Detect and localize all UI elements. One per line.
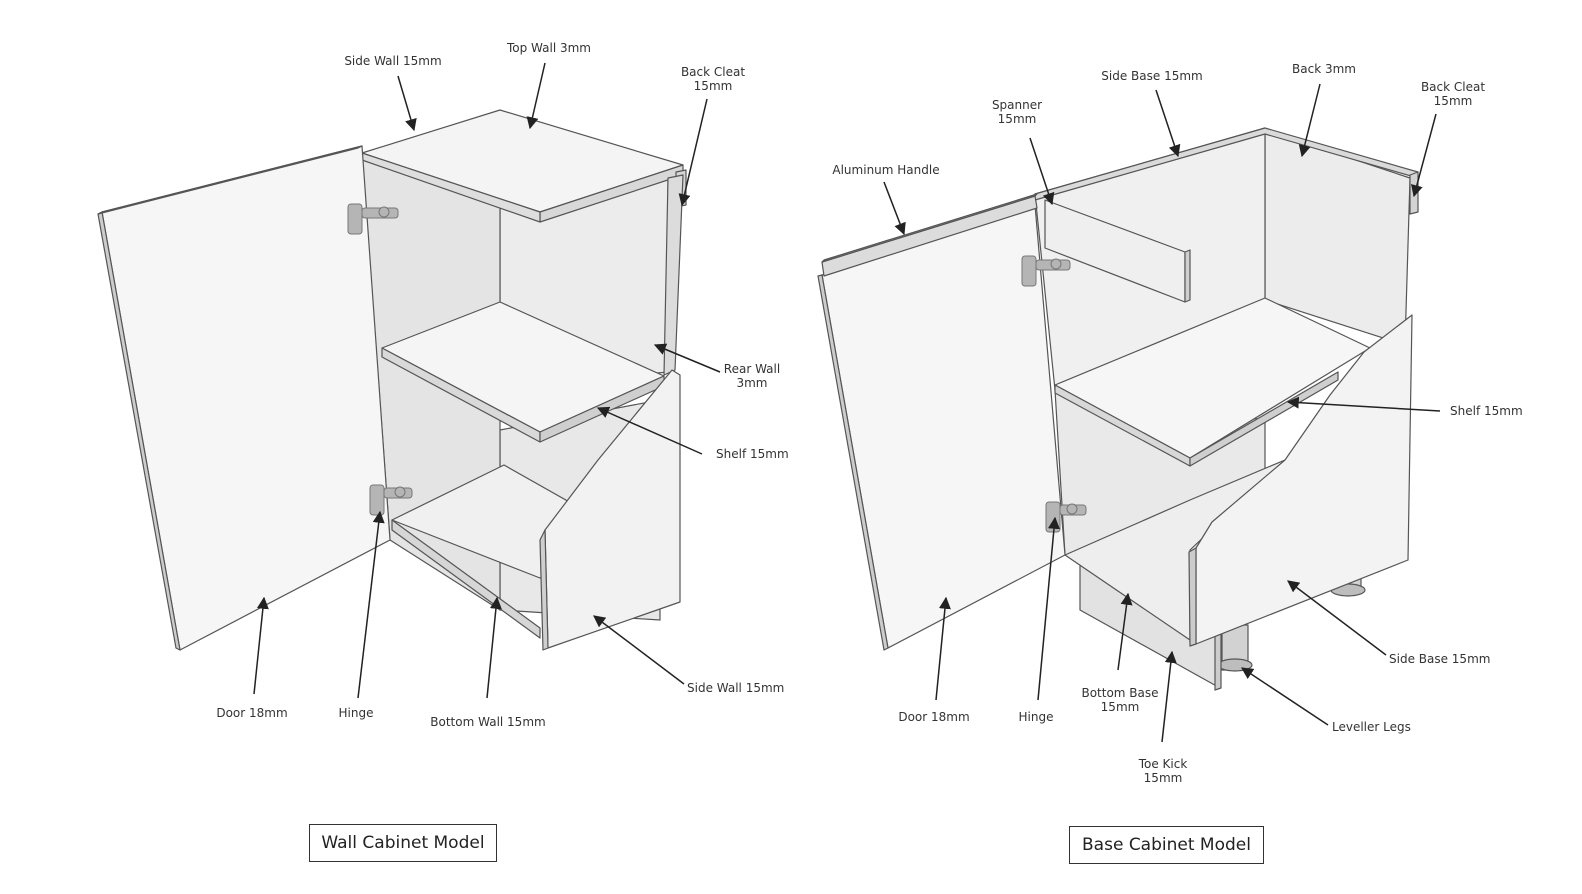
- wall-hinge-bottom: [369, 484, 385, 516]
- caption-wall-cabinet: Wall Cabinet Model: [309, 824, 497, 862]
- label-wall-shelf: Shelf 15mm: [716, 447, 789, 461]
- label-base-back-cleat: Back Cleat 15mm: [1412, 80, 1494, 108]
- label-base-toe-kick: Toe Kick 15mm: [1124, 757, 1202, 785]
- leader-wall-shelf: [596, 406, 703, 455]
- label-wall-rear-wall-line2: 3mm: [736, 376, 768, 390]
- label-base-spanner: Spanner 15mm: [982, 98, 1052, 126]
- leader-base-aluminum-handle: [883, 181, 906, 236]
- wall-side-wall-right-edge: [539, 529, 549, 651]
- wall-hinge-top: [347, 203, 363, 235]
- wall-hinges: [347, 203, 413, 516]
- label-base-hinge: Hinge: [1018, 710, 1054, 724]
- leader-base-bottom-base: [1117, 592, 1133, 671]
- leader-wall-side-wall-top: [397, 75, 417, 132]
- leader-wall-side-wall-bottom: [593, 615, 685, 685]
- leader-wall-back-cleat: [678, 98, 708, 207]
- label-base-spanner-line1: Spanner: [991, 98, 1043, 112]
- label-base-toe-kick-line1: Toe Kick: [1138, 757, 1188, 771]
- base-hinge-top-screw: [1050, 258, 1062, 270]
- base-side-base-right: [1195, 314, 1413, 645]
- leader-base-side-base-top: [1155, 89, 1181, 158]
- label-base-side-base-top: Side Base 15mm: [1101, 69, 1203, 83]
- leader-base-toe-kick: [1161, 650, 1177, 743]
- label-wall-back-cleat-line1: Back Cleat: [680, 65, 746, 79]
- label-base-toe-kick-line2: 15mm: [1143, 771, 1183, 785]
- leader-base-door: [935, 596, 951, 701]
- base-hinge-top: [1021, 255, 1037, 287]
- base-hinge-bottom-screw: [1066, 503, 1078, 515]
- label-wall-rear-wall: Rear Wall 3mm: [712, 362, 792, 390]
- leader-base-side-base-bottom: [1287, 580, 1387, 656]
- label-wall-back-cleat: Back Cleat 15mm: [672, 65, 754, 93]
- base-door-edge: [817, 274, 889, 651]
- label-wall-top-wall: Top Wall 3mm: [506, 41, 591, 55]
- label-base-shelf: Shelf 15mm: [1450, 404, 1523, 418]
- base-side-base-right-edge: [1188, 547, 1197, 647]
- label-wall-hinge: Hinge: [338, 706, 374, 720]
- label-base-bottom-base-line2: 15mm: [1100, 700, 1140, 714]
- label-base-back-cleat-line2: 15mm: [1433, 94, 1473, 108]
- leader-wall-hinge: [357, 510, 385, 699]
- leader-wall-bottom-wall: [486, 596, 502, 699]
- leader-base-back: [1298, 83, 1321, 158]
- leader-lines: [253, 62, 1441, 743]
- wall-door: [101, 145, 391, 651]
- label-base-spanner-line2: 15mm: [997, 112, 1037, 126]
- leader-base-shelf: [1286, 396, 1441, 412]
- wall-right-side: [663, 174, 684, 376]
- wall-cabinet: [97, 109, 687, 651]
- label-wall-back-cleat-line2: 15mm: [693, 79, 733, 93]
- leader-wall-top-wall: [526, 62, 546, 130]
- caption-base-cabinet: Base Cabinet Model: [1069, 826, 1264, 864]
- label-base-bottom-base: Bottom Base 15mm: [1074, 686, 1166, 714]
- label-base-aluminum-handle: Aluminum Handle: [832, 163, 940, 177]
- base-hinge-bottom: [1045, 501, 1061, 533]
- leader-base-leveller-legs: [1240, 667, 1329, 726]
- leader-wall-rear-wall: [653, 343, 721, 373]
- label-wall-side-wall-top: Side Wall 15mm: [344, 54, 442, 68]
- label-base-back: Back 3mm: [1292, 62, 1356, 76]
- label-base-leveller-legs: Leveller Legs: [1332, 720, 1411, 734]
- base-spanner-edge: [1184, 249, 1191, 303]
- label-wall-rear-wall-line1: Rear Wall: [723, 362, 781, 376]
- leader-base-back-cleat: [1411, 113, 1437, 198]
- leader-base-spanner: [1029, 137, 1055, 206]
- label-wall-bottom-wall: Bottom Wall 15mm: [430, 715, 546, 729]
- wall-hinge-bottom-screw: [394, 486, 406, 498]
- label-wall-door: Door 18mm: [216, 706, 288, 720]
- wall-door-top-edge: [97, 145, 363, 215]
- base-aluminum-handle-top: [821, 193, 1038, 263]
- base-back-cleat: [1409, 171, 1419, 215]
- wall-hinge-top-screw: [378, 206, 390, 218]
- label-base-back-cleat-line1: Back Cleat: [1420, 80, 1486, 94]
- label-base-side-base-bottom: Side Base 15mm: [1389, 652, 1491, 666]
- base-leg-front-foot: [1217, 658, 1253, 672]
- base-cabinet: [817, 127, 1419, 691]
- label-base-door: Door 18mm: [898, 710, 970, 724]
- wall-bottom-wall-edge: [391, 519, 541, 639]
- label-wall-side-wall-bottom: Side Wall 15mm: [687, 681, 785, 695]
- leader-base-hinge: [1037, 516, 1060, 701]
- leader-wall-door: [253, 596, 269, 695]
- label-base-bottom-base-line1: Bottom Base: [1081, 686, 1159, 700]
